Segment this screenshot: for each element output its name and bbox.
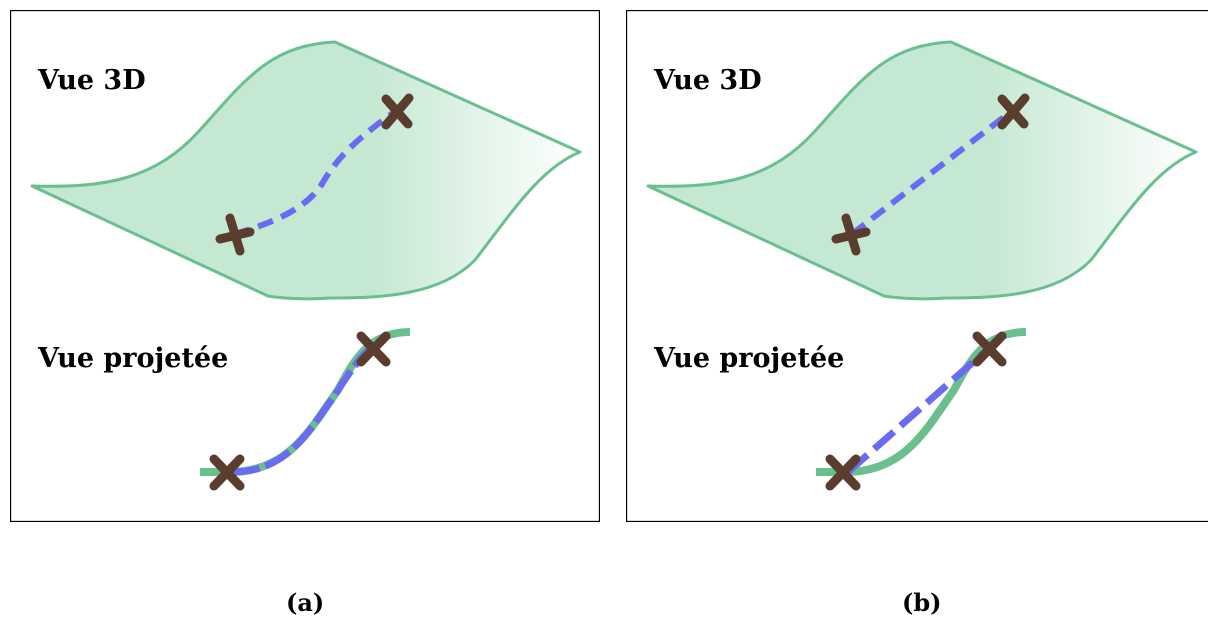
start-marker-3d: [215, 213, 255, 256]
end-marker-projected: [972, 331, 1007, 367]
start-marker-projected: [209, 454, 245, 491]
diagram-b: [626, 10, 1208, 522]
panel-frame: [626, 10, 1208, 522]
projected-view-label: Vue projetée: [38, 343, 229, 374]
view-3d-label: Vue 3D: [38, 65, 146, 96]
end-marker-3d: [997, 93, 1030, 130]
start-marker-3d: [831, 213, 871, 256]
straight-path-3d: [850, 107, 1015, 237]
surface: [646, 40, 1198, 301]
start-marker-projected: [825, 454, 861, 491]
panel-b: Vue 3D Vue projetée: [626, 10, 1208, 522]
end-marker-3d: [381, 93, 414, 130]
diagram-a: [10, 10, 600, 522]
geodesic-path-3d: [233, 107, 399, 237]
panel-a: Vue 3D Vue projetée: [10, 10, 600, 522]
end-marker-projected: [356, 331, 391, 367]
view-3d-label: Vue 3D: [654, 65, 762, 96]
projected-view-label: Vue projetée: [654, 343, 845, 374]
panel-frame: [10, 10, 600, 522]
caption-b: (b): [902, 588, 942, 617]
projected-path: [845, 346, 991, 475]
caption-a: (a): [286, 588, 325, 617]
surface: [30, 40, 582, 301]
